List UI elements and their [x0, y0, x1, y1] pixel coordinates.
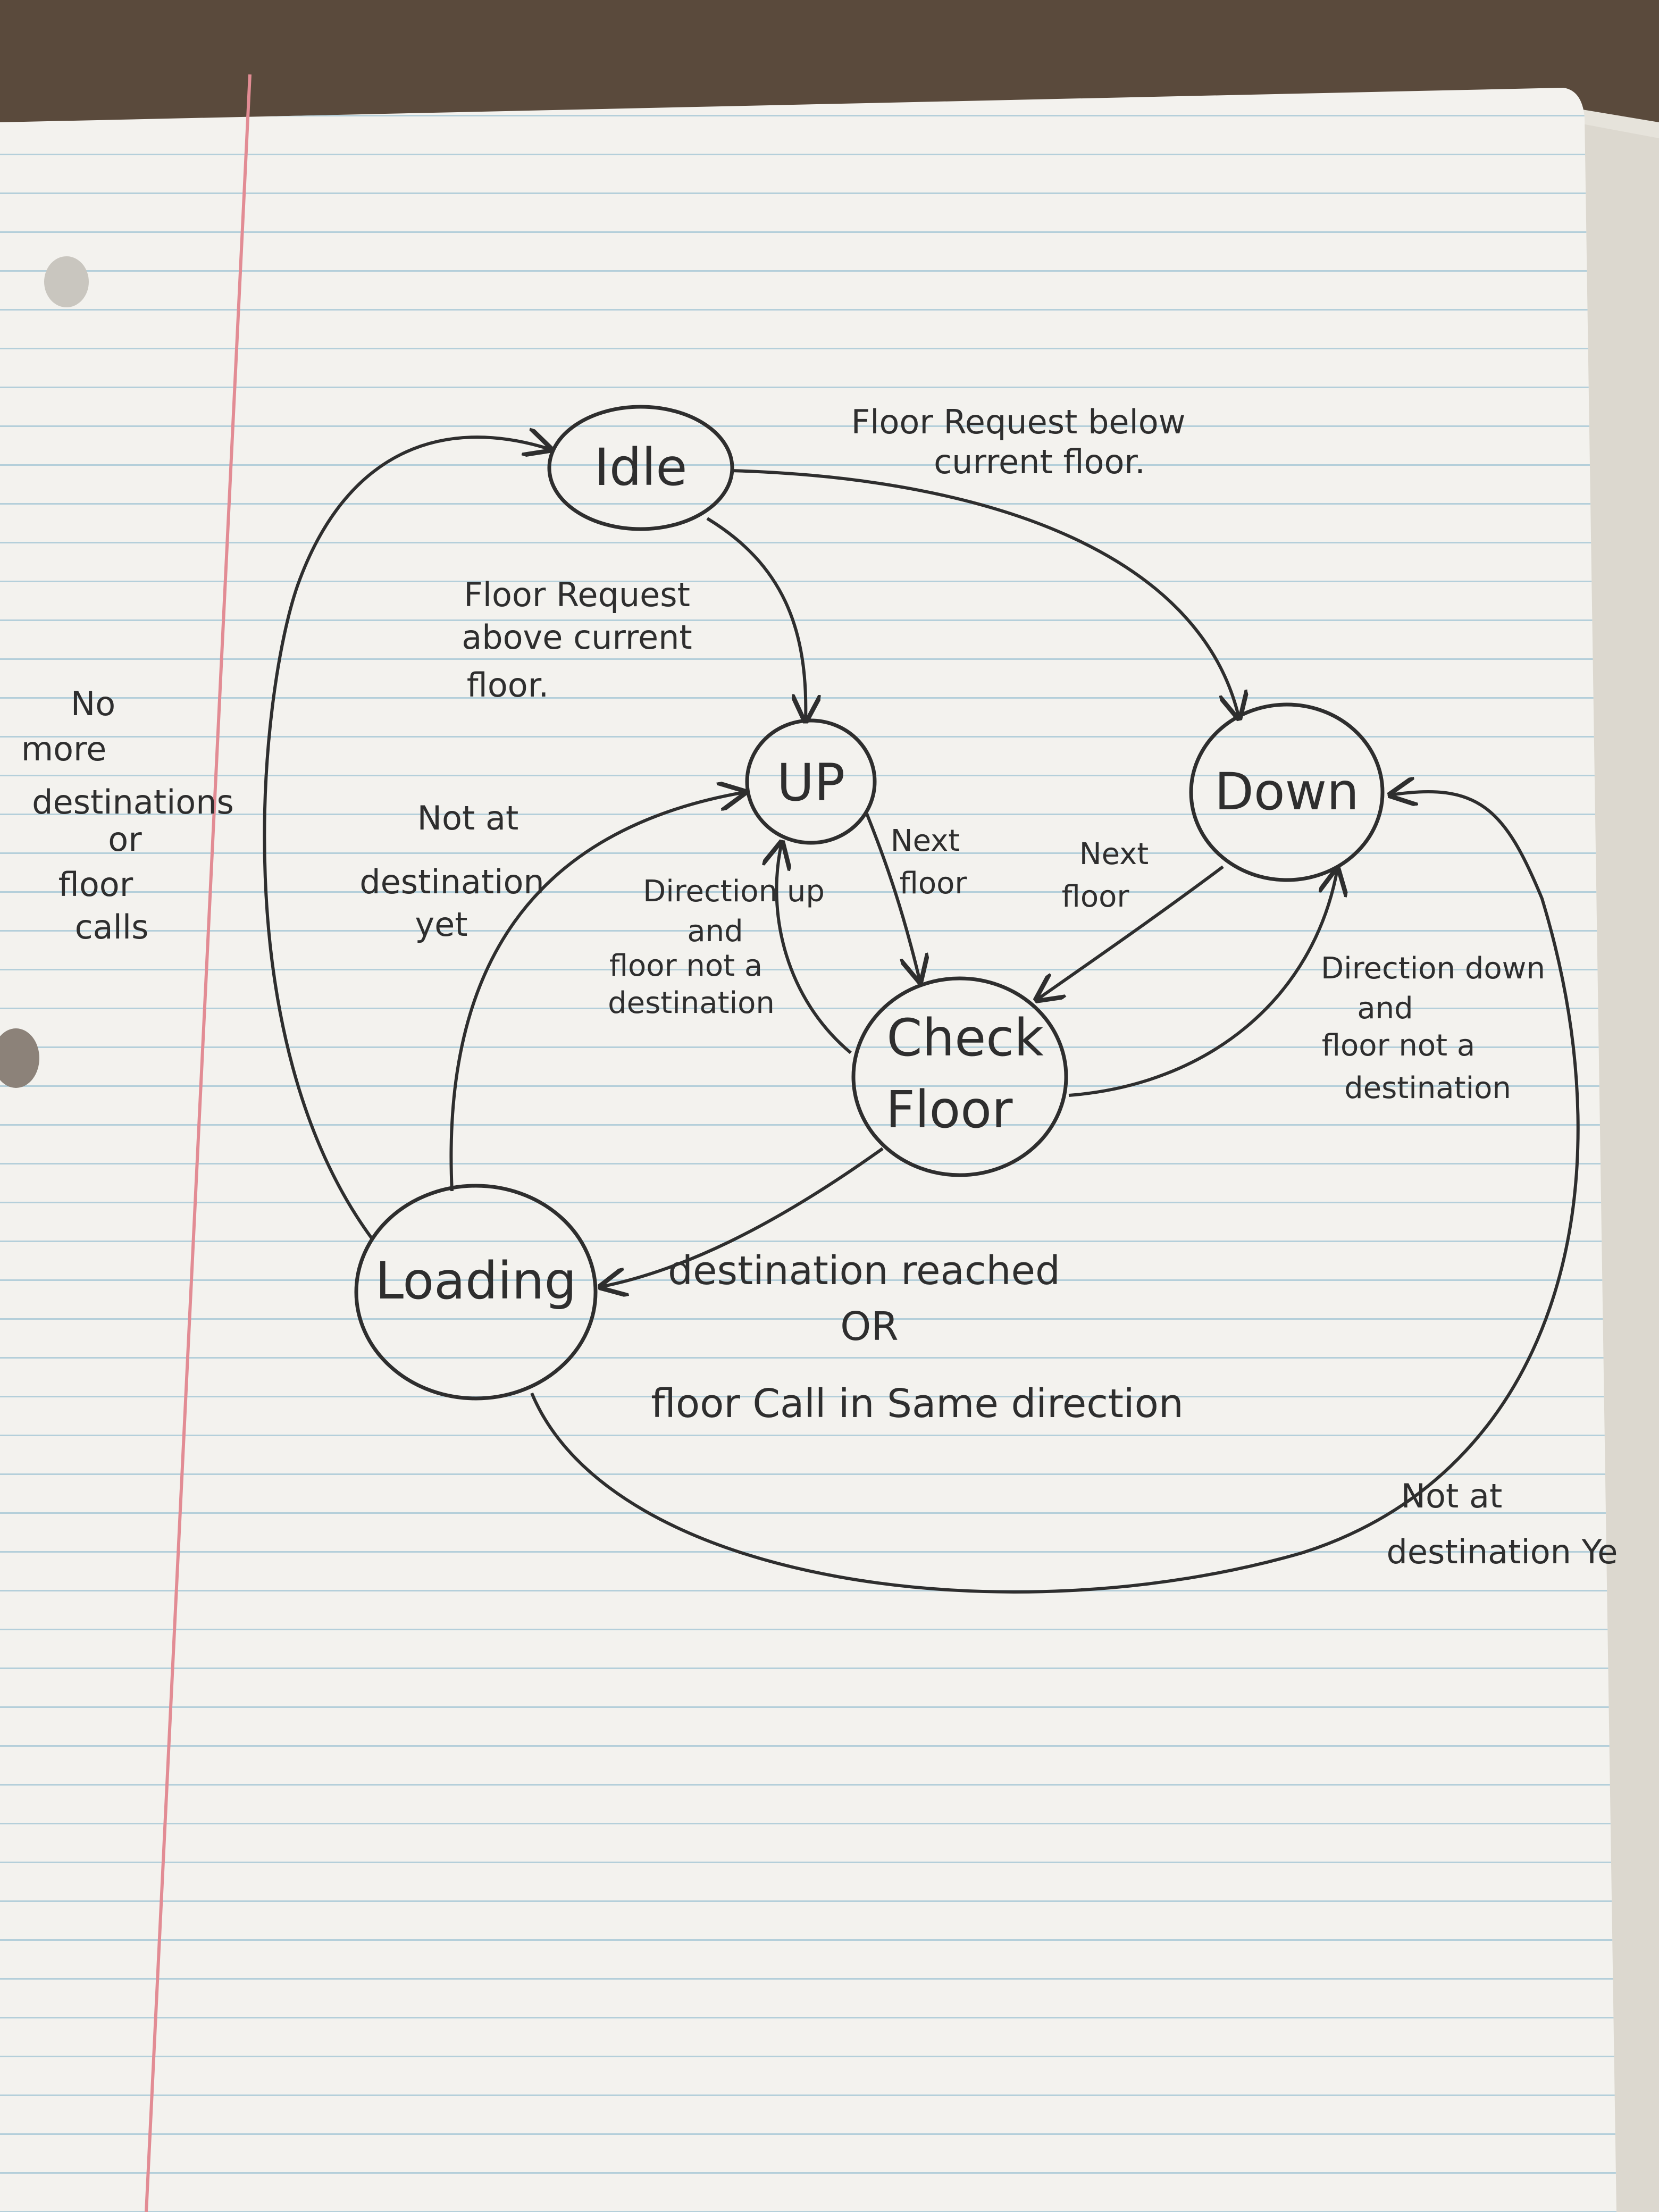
svg-text:calls: calls [75, 908, 149, 946]
svg-text:destination reached: destination reached [668, 1248, 1060, 1294]
edge-loading-to-idle [263, 437, 550, 1240]
svg-text:destinations: destinations [32, 783, 234, 822]
label-loading-to-idle: No more destinations or floor calls [21, 684, 234, 946]
svg-text:Floor Request below: Floor Request below [851, 403, 1186, 441]
punch-hole [44, 256, 89, 307]
label-loading-to-down: Not at destination Ye [1387, 1477, 1618, 1571]
label-down-to-check: Next floor [1062, 837, 1149, 914]
svg-text:Floor Request: Floor Request [464, 575, 690, 614]
svg-text:No: No [71, 684, 115, 723]
svg-text:above current: above current [462, 618, 692, 657]
edge-up-to-check [865, 812, 920, 981]
edge-check-to-down [1068, 869, 1337, 1097]
label-loading-to-up: Not at destination yet [359, 799, 544, 944]
svg-text:destination Ye: destination Ye [1387, 1532, 1618, 1571]
margin-line [145, 74, 252, 2212]
node-down-label: Down [1214, 762, 1359, 822]
svg-text:and: and [687, 914, 743, 949]
edge-check-to-up [776, 843, 852, 1054]
edge-idle-to-down [731, 469, 1239, 718]
node-down: Down [1189, 702, 1385, 882]
svg-text:Next: Next [1079, 837, 1149, 872]
node-loading-label: Loading [375, 1251, 577, 1311]
svg-text:yet: yet [415, 905, 467, 944]
edge-idle-to-up [706, 517, 806, 720]
svg-text:floor: floor [58, 865, 133, 904]
node-loading: Loading [354, 1184, 598, 1401]
svg-text:more: more [21, 730, 107, 768]
node-up: UP [745, 718, 877, 845]
svg-text:Not at: Not at [417, 799, 519, 837]
svg-text:destination: destination [1344, 1071, 1511, 1105]
edge-loading-to-down [530, 792, 1580, 1594]
edge-check-to-loading [601, 1147, 884, 1287]
punch-hole [0, 1028, 39, 1088]
node-idle: Idle [547, 405, 734, 531]
svg-text:Direction up: Direction up [643, 874, 825, 909]
svg-text:destination: destination [608, 986, 775, 1020]
label-up-to-check: Next floor [891, 824, 968, 901]
svg-text:Next: Next [891, 824, 960, 858]
svg-text:current floor.: current floor. [934, 442, 1145, 481]
svg-text:floor Call in Same direction: floor Call in Same direction [651, 1381, 1184, 1427]
node-check-label-line2: Floor [886, 1080, 1013, 1139]
svg-text:floor not a: floor not a [1322, 1028, 1475, 1063]
svg-text:destination: destination [359, 862, 544, 901]
node-check-label-line1: Check [886, 1008, 1044, 1068]
label-idle-to-down: Floor Request below current floor. [851, 403, 1186, 481]
svg-text:Not at: Not at [1401, 1477, 1503, 1515]
label-check-to-loading: destination reached OR floor Call in Sam… [651, 1248, 1184, 1427]
svg-text:floor: floor [1062, 879, 1130, 914]
svg-text:floor.: floor. [467, 666, 549, 705]
svg-text:Direction down: Direction down [1321, 951, 1545, 986]
node-idle-label: Idle [594, 438, 688, 497]
svg-text:OR: OR [840, 1304, 899, 1350]
node-up-label: UP [777, 753, 845, 812]
svg-text:or: or [108, 820, 142, 859]
svg-text:floor not a: floor not a [609, 949, 763, 983]
edge-loading-to-up [449, 792, 744, 1192]
node-check-floor: Check Floor [851, 976, 1068, 1177]
edge-down-to-check [1037, 865, 1224, 1000]
svg-text:floor: floor [900, 866, 968, 901]
label-check-to-up: Direction up and floor not a destination [608, 874, 825, 1020]
ruled-lines [0, 88, 1616, 2212]
svg-text:and: and [1357, 991, 1413, 1026]
label-check-to-down: Direction down and floor not a destinati… [1321, 951, 1545, 1105]
label-idle-to-up: Floor Request above current floor. [462, 575, 692, 705]
